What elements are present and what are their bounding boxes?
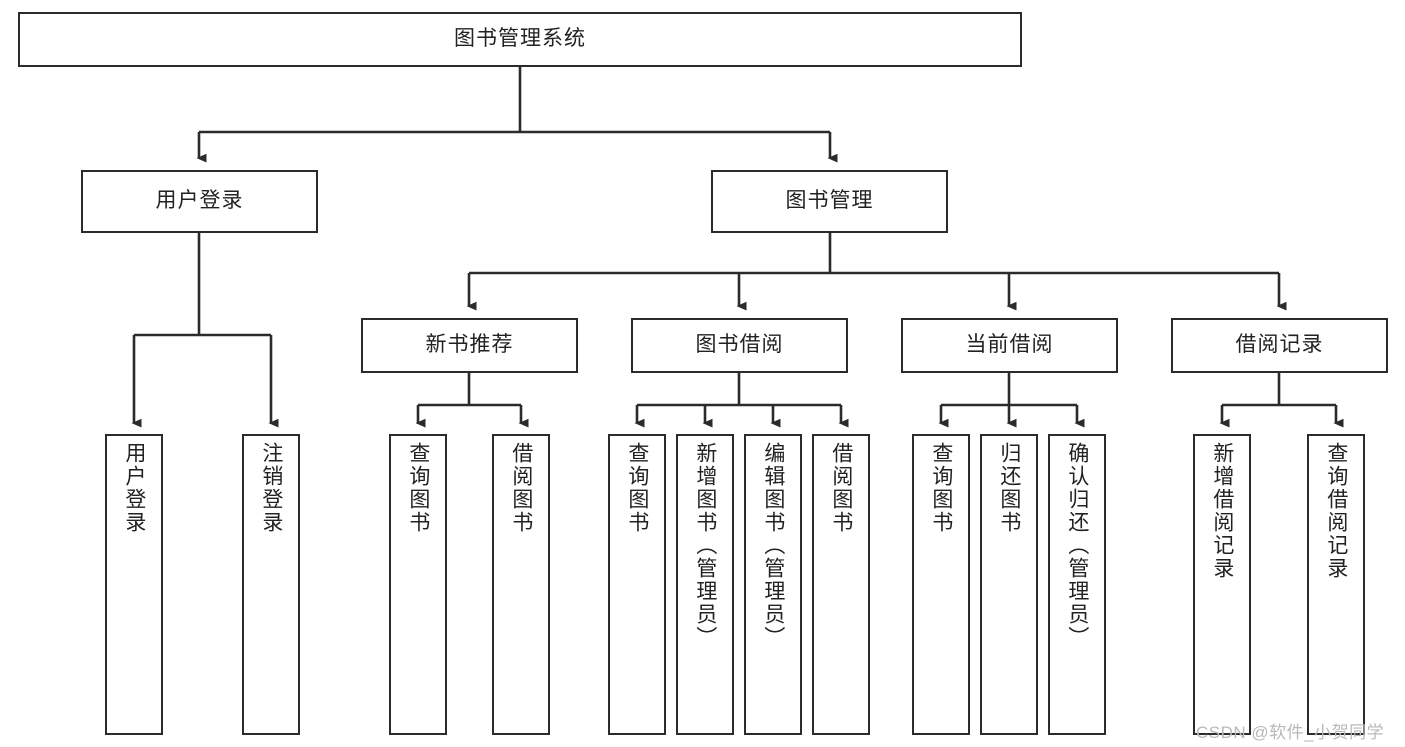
node-label: 借阅记录 [1235, 333, 1324, 357]
leaf-book-borrow-add-book-admin[interactable]: 新增图书（管理员） [676, 434, 734, 735]
node-label: 编辑图书（管理员） [761, 442, 785, 649]
leaf-book-borrow-edit-book-admin[interactable]: 编辑图书（管理员） [744, 434, 802, 735]
leaf-current-borrow-return-book[interactable]: 归还图书 [980, 434, 1038, 735]
node-current-borrow[interactable]: 当前借阅 [901, 318, 1118, 373]
node-label: 借阅图书 [829, 442, 853, 534]
node-label: 新增图书（管理员） [693, 442, 717, 649]
leaf-current-borrow-query-book[interactable]: 查询图书 [912, 434, 970, 735]
leaf-new-book-borrow-book[interactable]: 借阅图书 [492, 434, 550, 735]
node-label: 确认归还（管理员） [1065, 442, 1089, 649]
node-root-book-management-system[interactable]: 图书管理系统 [18, 12, 1022, 67]
node-label: 查询借阅记录 [1324, 442, 1348, 580]
leaf-user-login-logout[interactable]: 注销登录 [242, 434, 300, 735]
node-borrow-record[interactable]: 借阅记录 [1171, 318, 1388, 373]
node-label: 当前借阅 [965, 333, 1054, 357]
node-label: 图书管理系统 [454, 27, 586, 51]
node-book-borrow[interactable]: 图书借阅 [631, 318, 848, 373]
leaf-book-borrow-query-book[interactable]: 查询图书 [608, 434, 666, 735]
node-book-management[interactable]: 图书管理 [711, 170, 948, 233]
leaf-new-book-query-book[interactable]: 查询图书 [389, 434, 447, 735]
leaf-book-borrow-borrow-book[interactable]: 借阅图书 [812, 434, 870, 735]
node-label: 用户登录 [122, 442, 146, 534]
leaf-borrow-record-query-record[interactable]: 查询借阅记录 [1307, 434, 1365, 735]
node-label: 查询图书 [406, 442, 430, 534]
node-label: 用户登录 [155, 189, 244, 213]
node-user-login[interactable]: 用户登录 [81, 170, 318, 233]
node-label: 查询图书 [625, 442, 649, 534]
node-label: 图书借阅 [695, 333, 784, 357]
leaf-user-login-login[interactable]: 用户登录 [105, 434, 163, 735]
node-label: 归还图书 [997, 442, 1021, 534]
node-label: 查询图书 [929, 442, 953, 534]
node-label: 新书推荐 [425, 333, 514, 357]
node-label: 借阅图书 [509, 442, 533, 534]
node-label: 图书管理 [785, 189, 874, 213]
csdn-watermark: CSDN @软件_小贺同学 [1196, 723, 1385, 742]
leaf-current-borrow-confirm-return-admin[interactable]: 确认归还（管理员） [1048, 434, 1106, 735]
leaf-borrow-record-add-record[interactable]: 新增借阅记录 [1193, 434, 1251, 735]
node-label: 注销登录 [259, 442, 283, 534]
node-label: 新增借阅记录 [1210, 442, 1234, 580]
node-new-book-recommend[interactable]: 新书推荐 [361, 318, 578, 373]
